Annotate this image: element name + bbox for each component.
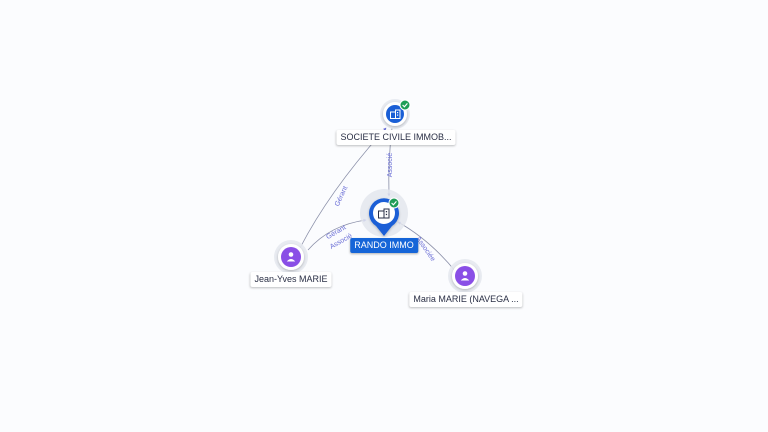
node-label-jean-yves[interactable]: Jean-Yves MARIE — [250, 272, 332, 287]
node-maria[interactable] — [448, 259, 482, 293]
building-icon — [378, 208, 390, 219]
node-sci[interactable] — [380, 99, 411, 129]
edge-label-jean-sci: Gérant — [334, 185, 349, 207]
building-icon — [390, 109, 401, 119]
verified-badge-icon — [399, 99, 411, 111]
node-rando-immo[interactable] — [360, 189, 408, 237]
edge-label-sci-rando: Associé — [387, 153, 394, 178]
node-label-rando-immo[interactable]: RANDO IMMO — [350, 238, 418, 253]
node-label-sci[interactable]: SOCIETE CIVILE IMMOB... — [336, 130, 456, 145]
edge-jean-rando — [307, 218, 367, 251]
node-jean-yves[interactable] — [274, 240, 308, 274]
node-label-maria[interactable]: Maria MARIE (NAVEGA ... — [409, 292, 523, 307]
person-icon — [286, 252, 296, 262]
person-icon — [460, 271, 470, 281]
verified-badge-icon — [388, 197, 400, 209]
